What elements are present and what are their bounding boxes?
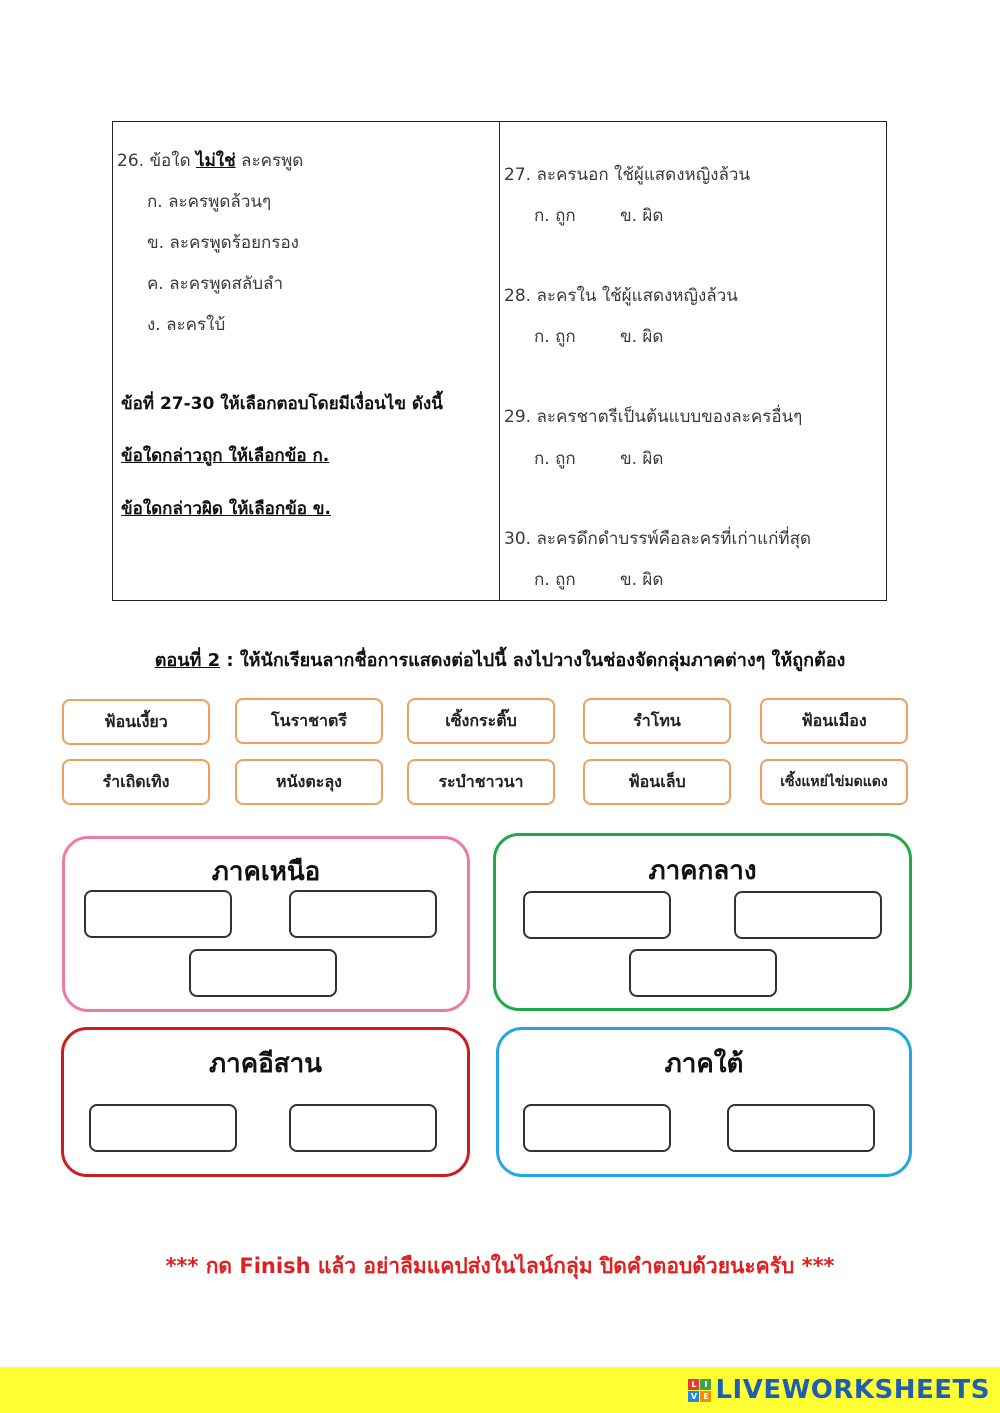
drag-chip-soeng-yae-khai-mot-daeng[interactable]: เซิ้งแหย่ไข่มดแดง <box>760 759 908 805</box>
question-26: 26. ข้อใด ไม่ใช่ ละครพูด <box>117 147 303 174</box>
region-south: ภาคใต้ <box>496 1027 912 1177</box>
drop-slot-north-1[interactable] <box>84 890 232 938</box>
logo-letter-v: V <box>688 1390 700 1402</box>
region-north-title: ภาคเหนือ <box>211 857 321 887</box>
question-26-option-d[interactable]: ง. ละครใบ้ <box>147 315 226 335</box>
question-26-prefix: 26. ข้อใด <box>117 151 191 171</box>
question-26-suffix: ละครพูด <box>241 151 304 171</box>
drop-slot-north-3[interactable] <box>189 949 337 997</box>
region-northeast: ภาคอีสาน <box>61 1027 470 1177</box>
brand-name: LIVEWORKSHEETS <box>715 1375 990 1405</box>
question-28: 28. ละครใน ใช้ผู้แสดงหญิงล้วน <box>504 286 738 306</box>
question-28-option-true[interactable]: ก. ถูก <box>534 327 576 347</box>
logo-letter-i: I <box>700 1378 712 1390</box>
drag-chip-nora-chatri[interactable]: โนราชาตรี <box>235 698 383 744</box>
region-south-title: ภาคใต้ <box>664 1049 744 1079</box>
drag-chip-fon-leb[interactable]: ฟ้อนเล็บ <box>583 759 731 805</box>
drag-chip-ram-thoet-thoeng[interactable]: รำเถิดเทิง <box>62 759 210 805</box>
drop-slot-northeast-2[interactable] <box>289 1104 437 1152</box>
drag-chip-nang-talung[interactable]: หนังตะลุง <box>235 759 383 805</box>
drag-chip-fon-mueang[interactable]: ฟ้อนเมือง <box>760 698 908 744</box>
instruction-line-1: ข้อที่ 27-30 ให้เลือกตอบโดยมีเงื่อนไข ดั… <box>121 394 443 414</box>
logo-letter-e: E <box>700 1390 712 1402</box>
brand-logo-link[interactable]: L I V E LIVEWORKSHEETS <box>688 1375 990 1405</box>
drag-chip-ram-thon[interactable]: รำโทน <box>583 698 731 744</box>
part-2-label: ตอนที่ 2 <box>154 650 221 671</box>
question-28-option-false[interactable]: ข. ผิด <box>620 327 664 347</box>
question-29: 29. ละครชาตรีเป็นต้นแบบของละครอื่นๆ <box>504 407 803 427</box>
drop-slot-south-1[interactable] <box>523 1104 671 1152</box>
region-north: ภาคเหนือ <box>62 836 470 1012</box>
drop-slot-central-1[interactable] <box>523 891 671 939</box>
question-26-option-a[interactable]: ก. ละครพูดล้วนๆ <box>147 192 272 212</box>
part-2-text: : ให้นักเรียนลากชื่อการแสดงต่อไปนี้ ลงไป… <box>220 650 846 671</box>
question-27: 27. ละครนอก ใช้ผู้แสดงหญิงล้วน <box>504 165 751 185</box>
question-30: 30. ละครดึกดำบรรพ์คือละครที่เก่าแก่ที่สุ… <box>504 529 812 549</box>
region-central-title: ภาคกลาง <box>648 856 757 886</box>
question-26-option-c[interactable]: ค. ละครพูดสลับลำ <box>147 274 284 294</box>
questions-table: 26. ข้อใด ไม่ใช่ ละครพูด ก. ละครพูดล้วนๆ… <box>112 121 887 601</box>
drop-slot-north-2[interactable] <box>289 890 437 938</box>
drag-chip-soeng-kratip[interactable]: เซิ้งกระติ๊บ <box>407 698 555 744</box>
finish-reminder-note: *** กด Finish แล้ว อย่าลืมแคปส่งในไลน์กล… <box>165 1254 835 1278</box>
question-26-emphasis: ไม่ใช่ <box>196 151 236 171</box>
part-2-instruction: ตอนที่ 2 : ให้นักเรียนลากชื่อการแสดงต่อไ… <box>0 645 1000 674</box>
question-26-option-b[interactable]: ข. ละครพูดร้อยกรอง <box>147 233 299 253</box>
drag-chip-rabam-chaona[interactable]: ระบำชาวนา <box>407 759 555 805</box>
instruction-line-3: ข้อใดกล่าวผิด ให้เลือกข้อ ข. <box>121 499 331 519</box>
logo-letter-l: L <box>688 1378 700 1390</box>
drop-slot-central-3[interactable] <box>629 949 777 997</box>
instruction-line-2: ข้อใดกล่าวถูก ให้เลือกข้อ ก. <box>121 446 330 466</box>
drop-slot-northeast-1[interactable] <box>89 1104 237 1152</box>
question-30-option-true[interactable]: ก. ถูก <box>534 570 576 590</box>
drop-slot-south-2[interactable] <box>727 1104 875 1152</box>
region-central: ภาคกลาง <box>493 833 912 1011</box>
table-divider <box>499 122 500 600</box>
liveworksheets-logo-icon: L I V E <box>688 1378 712 1402</box>
question-30-option-false[interactable]: ข. ผิด <box>620 570 664 590</box>
drop-slot-central-2[interactable] <box>734 891 882 939</box>
region-northeast-title: ภาคอีสาน <box>209 1049 322 1079</box>
question-29-option-false[interactable]: ข. ผิด <box>620 449 664 469</box>
question-29-option-true[interactable]: ก. ถูก <box>534 449 576 469</box>
drag-chip-fon-ngiao[interactable]: ฟ้อนเงี้ยว <box>62 699 210 745</box>
question-27-option-false[interactable]: ข. ผิด <box>620 206 664 226</box>
question-27-option-true[interactable]: ก. ถูก <box>534 206 576 226</box>
brand-bar: L I V E LIVEWORKSHEETS <box>0 1367 1000 1413</box>
